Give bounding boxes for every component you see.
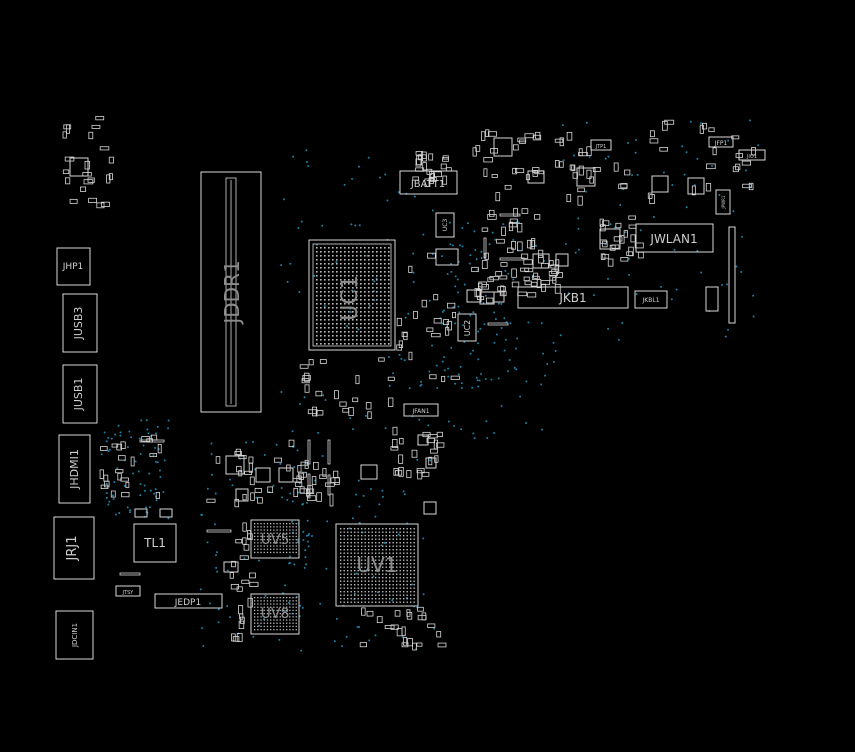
tl1-label: TL1 bbox=[143, 536, 166, 550]
jhdmi1-label: JHDMI1 bbox=[68, 449, 81, 490]
jhp1-connector[interactable]: JHP1 bbox=[56, 247, 91, 286]
jio1-label: JIO1 bbox=[746, 154, 757, 160]
pad-grids bbox=[254, 247, 415, 631]
jfp1-label: JFP1 bbox=[714, 140, 728, 147]
jtp1-label: JTP1 bbox=[595, 144, 607, 150]
jusb1-label: JUSB1 bbox=[72, 378, 85, 412]
jdcin1-label: JDCIN1 bbox=[71, 623, 79, 648]
jbatt1-label: JBATT1 bbox=[410, 179, 445, 190]
jusb3-label: JUSB3 bbox=[72, 307, 85, 341]
jusb3-connector[interactable]: JUSB3 bbox=[62, 293, 98, 353]
jusb1-connector[interactable]: JUSB1 bbox=[62, 364, 98, 424]
jedp1-connector[interactable]: JEDP1 bbox=[154, 593, 223, 609]
uc3-chip[interactable]: UC3 bbox=[435, 212, 455, 238]
uc1-label: UC1 bbox=[338, 275, 363, 320]
uv1-gpu[interactable]: UV1 bbox=[335, 523, 419, 607]
uv8-label: UV8 bbox=[261, 606, 290, 622]
jtsy-connector[interactable]: JTSY bbox=[115, 585, 141, 597]
jkbl1-label: JKBL1 bbox=[642, 297, 660, 304]
jedp1-label: JEDP1 bbox=[174, 598, 201, 608]
jdcin1-connector[interactable]: JDCIN1 bbox=[55, 610, 94, 660]
jfan1-label: JFAN1 bbox=[411, 408, 429, 415]
jddr1-label: JDDR1 bbox=[220, 260, 244, 325]
jrj1-label: JRJ1 bbox=[65, 536, 80, 562]
jtp1-connector[interactable]: JTP1 bbox=[590, 139, 612, 151]
via-dots bbox=[100, 119, 760, 652]
small-connector-right bbox=[705, 286, 719, 312]
jpwr1-connector[interactable]: JPWR1 bbox=[715, 189, 731, 215]
uv8-chip[interactable]: UV8 bbox=[250, 593, 300, 635]
jkb1-connector[interactable]: JKB1 bbox=[517, 286, 629, 309]
jwlan1-connector[interactable]: JWLAN1 bbox=[635, 223, 714, 253]
jbatt1-connector[interactable]: JBATT1 bbox=[399, 170, 458, 195]
jfp1-connector[interactable]: JFP1 bbox=[708, 136, 734, 148]
uv1-label: UV1 bbox=[356, 553, 397, 577]
jkb1-label: JKB1 bbox=[558, 291, 586, 305]
jwlan1-label: JWLAN1 bbox=[649, 232, 697, 246]
jddr1-connector[interactable]: JDDR1 bbox=[200, 171, 262, 413]
right-edge-slot bbox=[728, 226, 736, 324]
uc2-chip[interactable]: UC2 bbox=[457, 313, 477, 342]
uv5-chip[interactable]: UV5 bbox=[250, 519, 300, 559]
jfan1-connector[interactable]: JFAN1 bbox=[403, 403, 439, 417]
uc3-label: UC3 bbox=[442, 219, 449, 232]
jhdmi1-connector[interactable]: JHDMI1 bbox=[58, 434, 91, 504]
jtsy-label: JTSY bbox=[122, 590, 135, 596]
jhp1-label: JHP1 bbox=[62, 262, 84, 272]
jrj1-connector[interactable]: JRJ1 bbox=[53, 516, 95, 580]
uc1-cpu[interactable]: UC1 bbox=[308, 239, 396, 351]
tl1-transformer[interactable]: TL1 bbox=[133, 523, 177, 563]
small-components bbox=[62, 116, 756, 651]
uc2-label: UC2 bbox=[463, 320, 472, 337]
jkbl1-connector[interactable]: JKBL1 bbox=[634, 290, 668, 309]
uv5-label: UV5 bbox=[261, 532, 290, 548]
jpwr1-label: JPWR1 bbox=[721, 195, 726, 209]
